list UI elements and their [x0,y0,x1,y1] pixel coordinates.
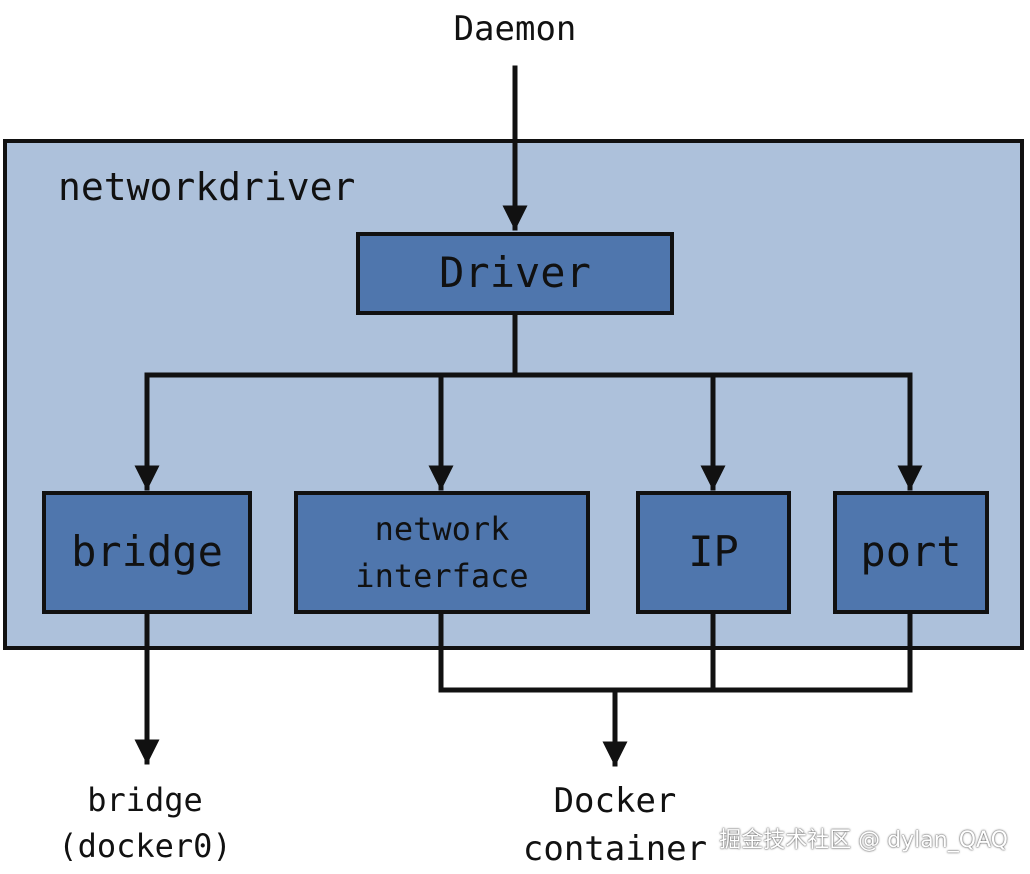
ip-node: IP [636,491,791,614]
bridge-output-line2: (docker0) [58,827,232,865]
bridge-node: bridge [42,491,252,614]
container-title: networkdriver [58,165,356,209]
driver-node: Driver [356,232,674,315]
daemon-label: Daemon [453,9,577,49]
ip-label: IP [688,527,739,577]
driver-label: Driver [439,248,591,298]
bridge-output-line1: bridge [87,781,203,819]
watermark: 掘金技术社区 @ dylan_QAQ [719,828,1008,853]
network-interface-label-line1: network [374,509,510,548]
bridge-label: bridge [71,527,223,577]
port-label: port [860,527,962,577]
port-node: port [833,491,989,614]
network-interface-node: network interface [294,491,590,614]
docker-output-line2: container [522,829,708,869]
docker-output-line1: Docker [553,781,677,821]
network-interface-label-line2: interface [355,556,529,595]
